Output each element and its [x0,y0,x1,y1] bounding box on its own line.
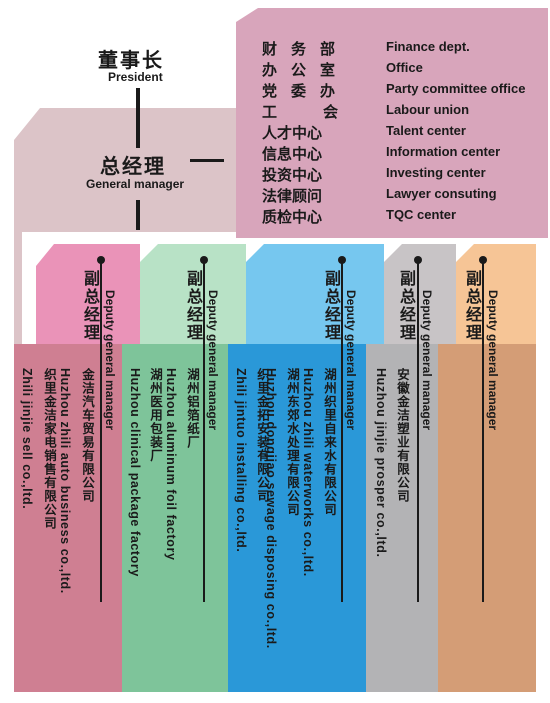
president-title-en: President [108,70,163,84]
company-en: Huzhou jinjie prosper co.,ltd. [374,368,388,558]
department-cn: 信息中心 [262,145,323,163]
departments-panel [236,8,548,238]
department-en: Party committee office [386,81,526,96]
department-row: 质检中心 TQC center [262,206,550,228]
department-en: Finance dept. [386,39,470,54]
department-row: 投资中心 Investing center [262,164,550,186]
deputy-2-line [203,262,205,602]
col5-body [438,344,536,692]
company-cn: 安徽金洁塑业有限公司 [395,368,410,503]
department-cn: 质检中心 [262,208,323,226]
gm-title-en: General manager [86,177,185,191]
company-cn: 金洁汽车贸易有限公司 [80,368,95,503]
department-cn: 党委办 [262,82,350,100]
deputy-1-title-en: Deputy general manager [103,290,117,431]
department-row: 财务部 Finance dept. [262,38,550,60]
company-en: Huzhou aluminum foil factory [164,368,178,561]
company-en: Huzhou zhili auto business co.,ltd. [58,368,72,594]
col4-head [384,244,456,360]
department-row: 信息中心 Information center [262,143,550,165]
department-en: Office [386,60,423,75]
col4-body [366,344,438,692]
department-cn: 财务部 [262,40,350,58]
department-row: 法律顾问 Lawyer consuting [262,185,550,207]
deputy-5-line [482,262,484,602]
deputy-1-title-cn: 副总经理 [81,270,100,342]
deputy-2-title-en: Deputy general manager [206,290,220,431]
company-en: Zhili jinjie sell co.,ltd. [20,368,34,510]
president-title-cn: 董事长 [98,48,164,72]
deputy-2-dot [200,256,208,264]
col5-head [456,244,536,360]
col3-body [228,344,366,692]
company-cn: 织里金洁家电销售有限公司 [42,368,57,530]
department-en: Talent center [386,123,466,138]
department-row: 工会 Labour union [262,101,550,123]
deputy-3-title-en: Deputy general manager [344,290,358,431]
department-row: 人才中心 Talent center [262,122,550,144]
company-en: Huzhou zhili waterworks co.,ltd. [301,368,315,577]
department-en: Labour union [386,102,470,117]
col2-body [122,344,228,692]
deputy-2-title-cn: 副总经理 [184,270,203,342]
company-en: Zhili jintuo installing co.,ltd. [234,368,248,553]
gm-to-departments-connector [190,159,224,162]
departments-list: 财务部 Finance dept. 办公室 Office 党委办 Party c… [262,38,542,228]
department-en: Investing center [386,165,486,180]
company-cn: 湖州织里自来水有限公司 [322,368,337,517]
department-cn: 投资中心 [262,166,323,184]
department-cn: 工会 [262,103,385,121]
company-en: Huzhou clinical package factory [128,368,142,577]
department-en: Information center [386,144,501,159]
col1-head [36,244,140,360]
deputy-4-dot [414,256,422,264]
deputy-4-title-en: Deputy general manager [420,290,434,431]
deputy-5-dot [479,256,487,264]
deputy-3-title-cn: 副总经理 [322,270,341,342]
department-cn: 人才中心 [262,124,323,142]
deputy-4-title-cn: 副总经理 [397,270,416,342]
department-cn: 办公室 [262,61,350,79]
department-row: 办公室 Office [262,59,550,81]
deputy-3-line [341,262,343,602]
gm-panel [14,108,236,360]
col2-head [140,244,246,360]
company-en: Huzhou dongjiao sewage disposing co.,ltd… [264,368,278,649]
company-cn: 湖州铝箔纸厂 [185,368,200,449]
deputy-5-title-cn: 副总经理 [463,270,482,342]
deputy-3-dot [338,256,346,264]
department-en: TQC center [386,207,457,222]
company-cn: 湖州医用包装厂 [148,368,163,463]
deputy-1-dot [97,256,105,264]
deputy-5-title-en: Deputy general manager [486,290,500,431]
company-cn: 织里金拓安装有限公司 [255,368,270,503]
deputy-4-line [417,262,419,602]
department-cn: 法律顾问 [262,187,323,205]
gm-title-cn: 总经理 [100,154,166,178]
president-connector [136,88,140,148]
department-row: 党委办 Party committee office [262,80,550,102]
department-en: Lawyer consuting [386,186,497,201]
gm-down-connector [136,200,140,230]
col1-body [14,344,122,692]
col3-head [246,244,384,360]
deputy-1-line [100,262,102,602]
company-cn: 湖州东郊水处理有限公司 [285,368,300,517]
